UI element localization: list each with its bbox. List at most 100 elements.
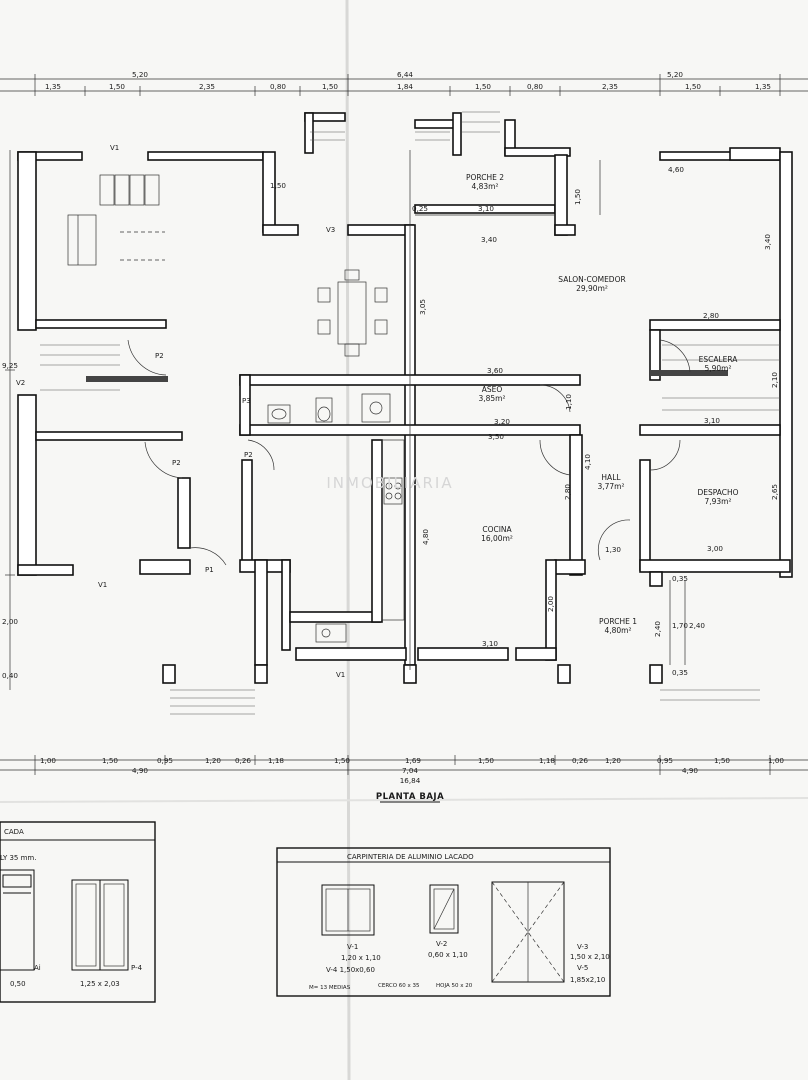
dim-interior: 3,05 bbox=[418, 299, 427, 315]
dim-interior: 1,10 bbox=[564, 394, 573, 410]
dim-bottom-segment: 1,69 bbox=[405, 756, 421, 765]
legend-v5: V-5 bbox=[577, 964, 588, 972]
room-porche-1-name: PORCHE 1 bbox=[599, 617, 637, 626]
dim-bottom-segment: 1,50 bbox=[478, 756, 494, 765]
dim-bottom-segment: 0,95 bbox=[157, 756, 173, 765]
dim-interior: 3,20 bbox=[494, 417, 510, 426]
dim-left: 9,25 bbox=[2, 361, 18, 370]
door-swings bbox=[127, 339, 691, 566]
left-dimension-lines bbox=[5, 150, 15, 690]
dim-interior: 2,65 bbox=[770, 484, 779, 500]
room-aseo-name: ASEO bbox=[482, 385, 503, 394]
dim-bottom-segment: 0,26 bbox=[235, 756, 251, 765]
dim-bottom-segment: 0,95 bbox=[657, 756, 673, 765]
window-label: V1 bbox=[336, 671, 345, 679]
dim-interior: 1,70 bbox=[672, 621, 688, 630]
room-cocina-name: COCINA bbox=[482, 525, 512, 534]
door-label: P2 bbox=[244, 451, 253, 459]
dim-interior: 4,60 bbox=[668, 165, 684, 174]
dim-interior: 3,10 bbox=[704, 416, 720, 425]
legend-right-box bbox=[276, 847, 611, 997]
dim-interior: 3,50 bbox=[488, 432, 504, 441]
dim-interior: 0,35 bbox=[672, 668, 688, 677]
porch-steps bbox=[170, 111, 760, 715]
legend-left-box bbox=[0, 821, 156, 1003]
dim-bottom-total: 4,90 bbox=[682, 766, 698, 775]
room-porche-2-name: PORCHE 2 bbox=[466, 173, 504, 182]
room-porche-1-area: 4,80m² bbox=[604, 626, 631, 635]
room-porche-2-area: 4,83m² bbox=[471, 182, 498, 191]
dim-interior: 0,35 bbox=[672, 574, 688, 583]
window-label: V2 bbox=[16, 379, 25, 387]
room-despacho-area: 7,93m² bbox=[704, 497, 731, 506]
window-label: V3 bbox=[326, 226, 335, 234]
legend-v1-size: 1,20 x 1,10 bbox=[341, 954, 381, 962]
legend-v4: V-4 1,50x0,60 bbox=[326, 966, 375, 974]
dim-bottom-segment: 1,00 bbox=[40, 756, 56, 765]
legend-v3-size: 1,50 x 2,10 bbox=[570, 953, 610, 961]
dim-top-segment: 1,50 bbox=[109, 82, 125, 91]
room-salon-area: 29,90m² bbox=[576, 284, 608, 293]
top-dimension-lines bbox=[0, 74, 808, 96]
dim-top-total-left: 5,20 bbox=[132, 70, 148, 79]
room-escalera-name: ESCALERA bbox=[699, 355, 739, 364]
dim-interior: 2,10 bbox=[770, 372, 779, 388]
dim-interior: 2,80 bbox=[563, 484, 572, 500]
door-label: P1 bbox=[205, 566, 214, 574]
legend-left-dim: 1,25 x 2,03 bbox=[80, 980, 120, 988]
dim-interior: 3,40 bbox=[481, 235, 497, 244]
legend-note: HOJA 50 x 20 bbox=[436, 983, 473, 989]
legend-left-ai: Ai bbox=[34, 964, 41, 972]
dim-left: 2,00 bbox=[2, 617, 18, 626]
stairs-left bbox=[40, 344, 168, 391]
dim-bottom-segment: 1,20 bbox=[205, 756, 221, 765]
dim-top-total-right: 5,20 bbox=[667, 70, 683, 79]
dim-top-segment: 0,80 bbox=[270, 82, 286, 91]
room-escalera-area: 5,90m² bbox=[704, 364, 731, 373]
dim-interior: 2,80 bbox=[703, 311, 719, 320]
legend-v1: V-1 bbox=[347, 943, 358, 951]
dim-bottom-segment: 0,26 bbox=[572, 756, 588, 765]
dim-interior: 2,40 bbox=[653, 621, 662, 637]
legend-note: CERCO 60 x 35 bbox=[378, 983, 420, 989]
dim-bottom-segment: 1,00 bbox=[768, 756, 784, 765]
dim-interior: 2,00 bbox=[546, 596, 555, 612]
dim-interior: 4,10 bbox=[583, 454, 592, 470]
legend-left-line: LY 35 mm. bbox=[0, 854, 36, 862]
dim-interior: 1,30 bbox=[605, 545, 621, 554]
dim-interior: 2,40 bbox=[689, 621, 705, 630]
legend-left-title: CADA bbox=[4, 828, 24, 836]
room-hall-name: HALL bbox=[601, 473, 621, 482]
paper-fold-line bbox=[345, 0, 351, 1080]
interior-dim-lines bbox=[409, 150, 686, 670]
dim-top-segment: 2,35 bbox=[199, 82, 215, 91]
dim-interior: 3,10 bbox=[482, 639, 498, 648]
bathroom-fixtures bbox=[267, 393, 391, 424]
dim-interior: 3,10 bbox=[478, 204, 494, 213]
dim-bottom-segment: 1,18 bbox=[268, 756, 284, 765]
dim-top-segment: 1,35 bbox=[755, 82, 771, 91]
room-despacho-name: DESPACHO bbox=[697, 488, 738, 497]
dim-bottom-segment: 1,50 bbox=[714, 756, 730, 765]
door-label: P2 bbox=[155, 352, 164, 360]
paper-fold-line bbox=[0, 797, 808, 803]
window-label: V1 bbox=[98, 581, 107, 589]
dim-interior: 4,80 bbox=[421, 529, 430, 545]
bottom-dimension-lines bbox=[0, 755, 808, 775]
legend-right-title: CARPINTERIA DE ALUMINIO LACADO bbox=[347, 853, 474, 861]
dim-interior: 3,60 bbox=[487, 366, 503, 375]
plan-title: PLANTA BAJA bbox=[376, 792, 444, 802]
living-furniture bbox=[67, 174, 165, 266]
stairs-right bbox=[650, 344, 780, 411]
dim-interior: 3,00 bbox=[707, 544, 723, 553]
room-cocina-area: 16,00m² bbox=[481, 534, 513, 543]
dim-interior: 1,50 bbox=[270, 181, 286, 190]
window-label: V1 bbox=[110, 144, 119, 152]
door-label: P3 bbox=[242, 397, 251, 405]
dim-bottom-segment: 1,50 bbox=[334, 756, 350, 765]
dim-top-segment: 1,50 bbox=[475, 82, 491, 91]
dim-top-segment: 1,50 bbox=[322, 82, 338, 91]
dim-interior: 1,50 bbox=[573, 189, 582, 205]
dim-bottom-segment: 1,50 bbox=[102, 756, 118, 765]
